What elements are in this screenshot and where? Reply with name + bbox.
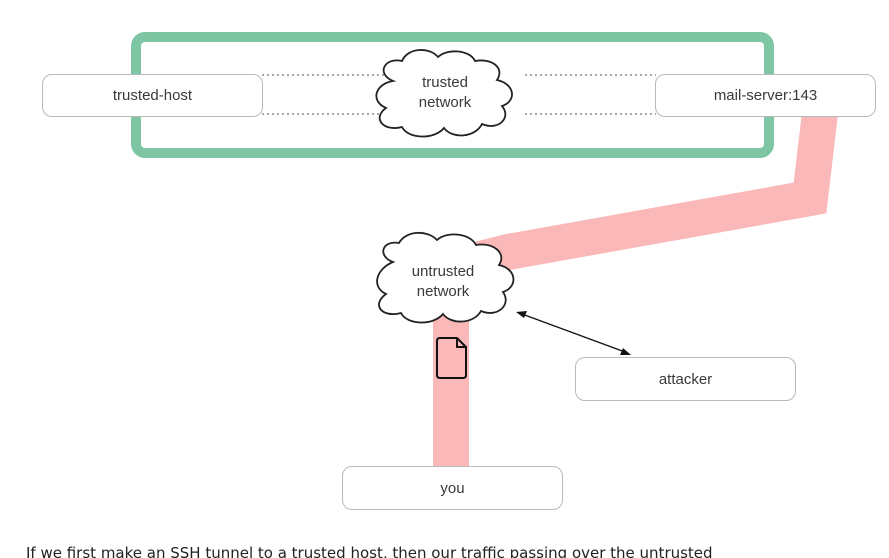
document-icon <box>436 337 467 379</box>
you-node: you <box>342 466 563 510</box>
you-label: you <box>440 479 465 497</box>
trusted-cloud-icon <box>375 49 513 138</box>
attacker-node: attacker <box>575 357 796 401</box>
attacker-label: attacker <box>658 370 713 388</box>
trusted-cloud-line2: network <box>418 94 472 111</box>
untrusted-cloud-label: untrusted network <box>393 262 493 302</box>
trusted-cloud-line1: trusted <box>422 74 468 91</box>
mail-server-node: mail-server:143 <box>655 74 876 117</box>
caption-text: If we first make an SSH tunnel to a trus… <box>26 544 713 558</box>
double-arrow-icon <box>516 311 631 355</box>
untrusted-cloud-line1: untrusted <box>411 263 475 280</box>
trusted-dotted-links <box>262 74 656 115</box>
untrusted-cloud-line2: network <box>416 283 470 300</box>
trusted-cloud-label: trusted network <box>395 73 495 113</box>
mail-server-label: mail-server:143 <box>713 87 818 104</box>
trusted-host-label: trusted-host <box>112 87 193 104</box>
untrusted-cloud-icon <box>376 231 515 324</box>
trusted-host-node: trusted-host <box>42 74 263 117</box>
